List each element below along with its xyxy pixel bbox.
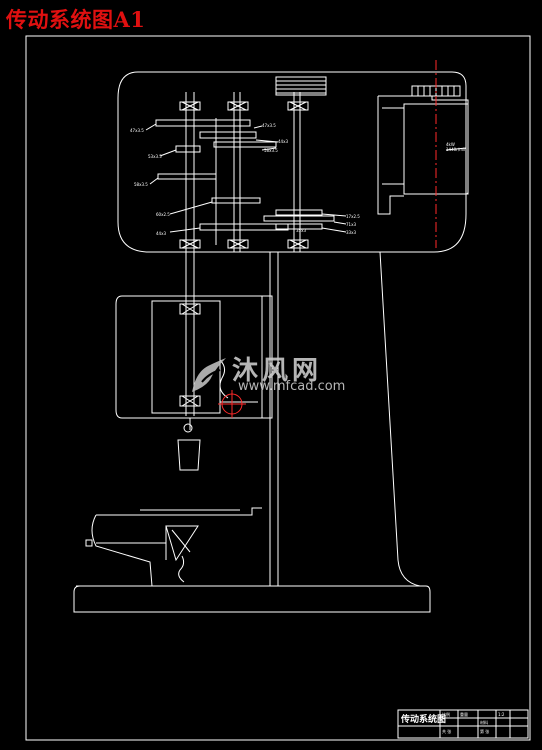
- gear-label: 17x2.5: [346, 214, 360, 219]
- drawing-title: 传动系统图A1: [6, 7, 146, 32]
- gear-label: 44x3: [156, 231, 166, 236]
- column-outline: [269, 251, 421, 587]
- bearings: [179, 101, 309, 407]
- motor-fan: [411, 85, 461, 97]
- drill-chuck: [177, 439, 201, 471]
- title-block-cell-total-sheets: 共 张: [442, 728, 451, 734]
- title-block-cell-scale: 比例: [442, 711, 450, 717]
- watermark-url: www.mfcad.com: [238, 379, 346, 394]
- watermark-brand: 沐风网: [232, 356, 323, 386]
- feed-curve: [219, 359, 229, 399]
- gear-label: 58x3.5: [134, 182, 148, 187]
- gear-label: 53x3.5: [148, 154, 162, 159]
- motor-body: [377, 95, 469, 215]
- title-block-cell-sheet-no: 第 张: [480, 728, 489, 734]
- table-screw-curve: [178, 555, 185, 583]
- chuck-key-circle: [183, 423, 193, 433]
- gear-label: 44x3: [278, 139, 288, 144]
- gear-label: 47x3.5: [262, 123, 276, 128]
- title-block: [397, 709, 529, 739]
- gear-label: 71x3: [346, 222, 356, 227]
- motor-flange: [382, 107, 404, 185]
- gear-label: 58x3.5: [264, 148, 278, 153]
- title-block-cell-weight: 重量: [460, 711, 468, 717]
- vent-slots: [276, 80, 326, 94]
- drawing-frame: [25, 35, 531, 741]
- intermediate-shaft-1: [233, 92, 241, 252]
- base-outline: [73, 585, 431, 613]
- title-block-cell-ratio: 1:2: [498, 712, 505, 717]
- motor-spec-label: 4kW 1440r/min: [446, 142, 467, 152]
- headstock-outline: [117, 71, 467, 253]
- title-block-name: 传动系统图: [400, 713, 446, 725]
- watermark: 沐风网 www.mfcad.com: [186, 352, 356, 398]
- title-block-cell-material: 材料: [480, 719, 488, 725]
- watermark-logo-icon: [192, 358, 226, 392]
- gear-label: 60x2.5: [156, 212, 170, 217]
- intermediate-shaft-2: [293, 92, 301, 252]
- spindle-housing: [115, 295, 273, 419]
- gear-set: [155, 119, 335, 231]
- worktable-outline: [91, 507, 262, 587]
- gear-label: 47x3.5: [130, 128, 144, 133]
- column-guide: [261, 295, 273, 419]
- table-handwheel: [85, 539, 93, 547]
- gear-label: 33x3: [346, 230, 356, 235]
- table-bevel-gear: [165, 525, 199, 562]
- pinion-crosshair: [218, 390, 246, 418]
- gear-label: 35x3: [296, 228, 306, 233]
- leader-lines: [145, 123, 467, 233]
- vent-plate: [275, 76, 327, 96]
- gear-labels: 47x3.547x3.544x358x3.553x3.558x3.560x2.5…: [130, 123, 360, 236]
